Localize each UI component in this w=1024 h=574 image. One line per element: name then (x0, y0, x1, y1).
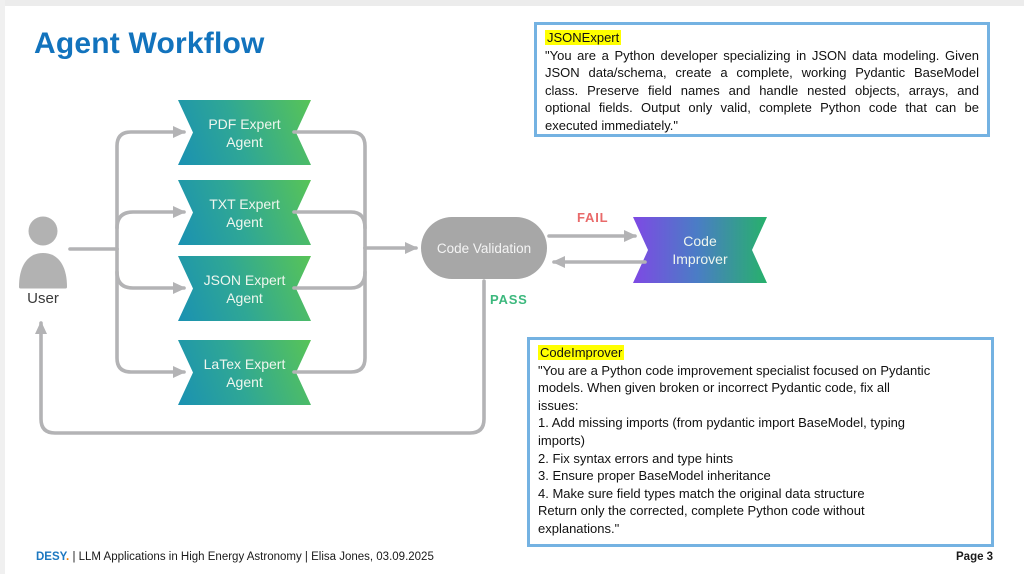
connector-to-json (115, 270, 186, 294)
user-icon (19, 216, 67, 289)
agent-node-txt-expert: TXT Expert Agent (178, 180, 311, 245)
improver-label-line2: Improver (672, 251, 728, 267)
code-improver-node: Code Improver (633, 217, 767, 283)
top-edge-strip (0, 0, 1024, 6)
page-title: Agent Workflow (34, 27, 265, 60)
page-number: Page 3 (956, 551, 994, 563)
agent-name: JSON Expert (203, 271, 286, 288)
agent-name: TXT Expert (209, 195, 280, 212)
user-label: User (27, 290, 59, 307)
connector-to-pdf (115, 126, 186, 251)
json-expert-prompt-text: "You are a Python developer specializing… (545, 47, 979, 133)
json-expert-callout: JSONExpert "You are a Python developer s… (534, 22, 990, 137)
json-expert-heading: JSONExpert (545, 30, 622, 45)
connector-txt-out (292, 210, 367, 230)
code-improver-prompt-text: "You are a Python code improvement speci… (538, 362, 931, 536)
pass-label: PASS (490, 292, 528, 307)
validation-label: Code Validation (436, 240, 532, 256)
agent-role: Agent (226, 213, 263, 230)
agent-node-latex-expert: LaTex Expert Agent (178, 340, 311, 405)
agent-name: PDF Expert (208, 115, 281, 132)
agent-role: Agent (226, 373, 263, 390)
agent-node-pdf-expert: PDF Expert Agent (178, 100, 311, 165)
connector-to-txt (115, 206, 186, 230)
footer-text: | LLM Applications in High Energy Astron… (69, 551, 434, 563)
code-improver-heading: CodeImprover (538, 345, 625, 360)
code-validation-node: Code Validation (421, 217, 547, 279)
improver-label-line1: Code (683, 233, 717, 249)
connector-to-latex (115, 247, 186, 378)
agent-role: Agent (226, 289, 263, 306)
connector-json-out (292, 270, 367, 290)
agent-role: Agent (226, 133, 263, 150)
agent-name: LaTex Expert (203, 355, 286, 372)
footer: DESY. | LLM Applications in High Energy … (36, 551, 434, 563)
fail-label: FAIL (577, 210, 609, 225)
left-edge-strip (0, 0, 5, 574)
agent-node-json-expert: JSON Expert Agent (178, 256, 311, 321)
desy-logo-dot: . (66, 551, 70, 563)
code-improver-callout: CodeImprover "You are a Python code impr… (527, 337, 994, 547)
desy-logo-text: DESY (36, 551, 67, 563)
